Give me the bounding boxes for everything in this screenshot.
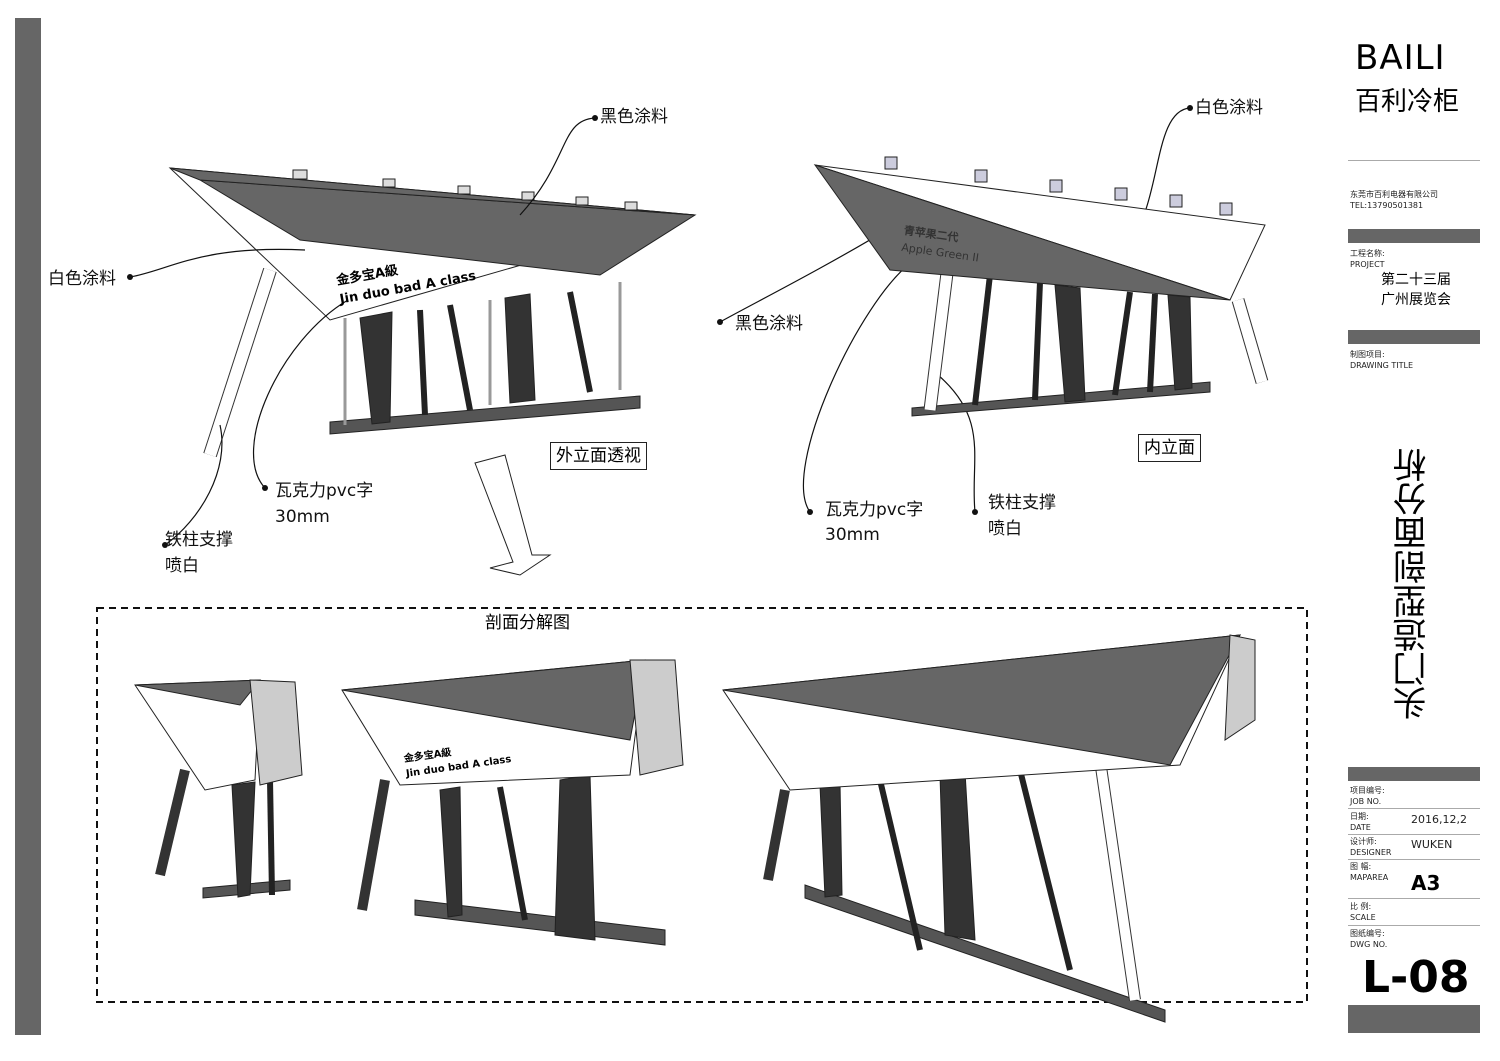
label-acrylic: 瓦克力pvc字 — [825, 500, 924, 520]
black-panel — [504, 293, 536, 404]
drawing-title-label: DRAWING TITLE — [1350, 361, 1414, 370]
dwg-no-cn: 图纸编号: — [1350, 929, 1385, 938]
spotlight — [884, 156, 898, 170]
spotlight — [382, 178, 396, 188]
black-face — [813, 164, 1231, 301]
bar — [1032, 281, 1043, 401]
section-model-2 — [341, 659, 684, 946]
spotlight — [575, 196, 589, 206]
dwg-no-value: L-08 — [1362, 952, 1470, 1003]
job-no-cn: 项目编号: — [1350, 786, 1385, 795]
project-label: PROJECT — [1350, 260, 1385, 269]
designer-label: DESIGNER — [1350, 848, 1392, 857]
inner-view-model — [813, 156, 1269, 417]
label-acrylic-size: 30mm — [275, 507, 330, 527]
label-acrylic: 瓦克力pvc字 — [275, 481, 374, 501]
divider — [1348, 925, 1480, 926]
job-no-label: JOB NO. — [1350, 797, 1382, 806]
maparea-value: A3 — [1411, 871, 1441, 895]
title-block-bar — [1348, 229, 1480, 243]
bar — [1112, 291, 1133, 396]
date-cn: 日期: — [1350, 812, 1369, 821]
brand-name: BAILI — [1355, 38, 1446, 78]
company-name: 东莞市百利电器有限公司 — [1350, 190, 1438, 199]
title-block-bar — [1348, 330, 1480, 344]
spotlight — [521, 191, 535, 201]
date-value: 2016,12,2 — [1411, 813, 1467, 826]
outer-view-model — [168, 167, 697, 458]
spotlight — [974, 169, 988, 183]
spotlight — [1114, 187, 1128, 201]
drawing-title: 头门造型剖面分析 — [1393, 448, 1433, 720]
brand-name-cn: 百利冷柜 — [1355, 87, 1460, 117]
divider — [1348, 160, 1480, 161]
title-block-bar — [1348, 767, 1480, 781]
divider — [1348, 834, 1480, 835]
date-label: DATE — [1350, 823, 1371, 832]
label-black-paint: 黑色涂料 — [735, 314, 803, 334]
bar — [567, 291, 593, 393]
label-pillar-finish: 喷白 — [988, 519, 1022, 539]
divider — [1348, 859, 1480, 860]
black-panel — [1167, 294, 1193, 391]
black-panel — [1054, 284, 1086, 403]
view-title-section: 剖面分解图 — [480, 610, 575, 636]
spotlight — [624, 201, 638, 211]
title-block-bar — [1348, 1005, 1480, 1033]
label-white-paint: 白色涂料 — [1195, 98, 1263, 118]
base-plate — [329, 395, 641, 435]
project-line2: 广州展览会 — [1381, 292, 1451, 308]
divider — [1348, 898, 1480, 899]
base-plate — [911, 381, 1211, 417]
black-top-face — [169, 167, 696, 216]
bar — [417, 309, 428, 416]
scale-label: SCALE — [1350, 913, 1376, 922]
spotlight — [1219, 202, 1233, 216]
scale-cn: 比 例: — [1350, 902, 1372, 911]
spotlight — [1049, 179, 1063, 193]
label-acrylic-size: 30mm — [825, 525, 880, 545]
leader-lines — [129, 107, 1191, 546]
maparea-label: MAPAREA — [1350, 873, 1389, 882]
bar — [447, 304, 473, 411]
designer-value: WUKEN — [1411, 838, 1453, 851]
section-frame — [96, 607, 1308, 1003]
spotlight — [1169, 194, 1183, 208]
leader-dots — [127, 105, 1193, 548]
pillar — [924, 264, 954, 411]
dwg-no-label: DWG NO. — [1350, 940, 1388, 949]
label-pillar-finish: 喷白 — [165, 556, 199, 576]
maparea-cn: 图 幅: — [1350, 862, 1372, 871]
spotlight — [457, 185, 471, 195]
project-line1: 第二十三届 — [1381, 272, 1451, 288]
label-white-paint: 白色涂料 — [48, 269, 116, 289]
project-label-cn: 工程名称: — [1350, 249, 1385, 258]
drawing-title-label-cn: 制图项目: — [1350, 350, 1385, 359]
company-tel: TEL:13790501381 — [1350, 201, 1424, 210]
view-title-outer: 外立面透视 — [550, 442, 647, 470]
view-title-inner: 内立面 — [1138, 434, 1201, 462]
bar — [1147, 293, 1158, 393]
section-model-3 — [722, 634, 1256, 1023]
label-black-paint: 黑色涂料 — [600, 107, 668, 127]
spotlight — [292, 169, 308, 180]
left-margin-bar — [15, 18, 41, 1035]
label-pillar: 铁柱支撑 — [165, 530, 233, 550]
down-arrow-icon — [474, 454, 552, 576]
divider — [1348, 808, 1480, 809]
pillar — [204, 268, 276, 457]
label-pillar: 铁柱支撑 — [988, 493, 1056, 513]
section-model-1 — [134, 679, 303, 899]
bar — [972, 274, 993, 406]
black-panel — [359, 311, 393, 425]
designer-cn: 设计师: — [1350, 837, 1377, 846]
pillar — [1232, 298, 1268, 384]
